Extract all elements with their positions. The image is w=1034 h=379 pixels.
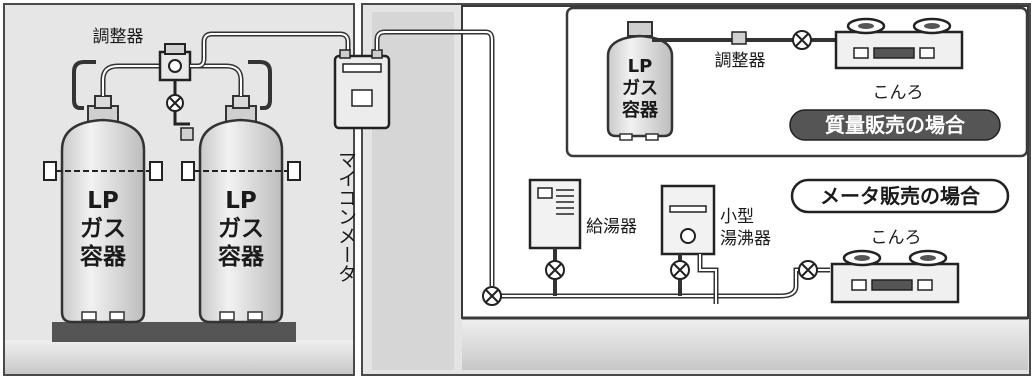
stove-top-label: こんろ: [873, 83, 924, 103]
weight-sales-banner: 質量販売の場合: [825, 113, 966, 137]
water-heater: [528, 178, 582, 296]
cylinder-small-label-2: ガス: [622, 78, 658, 99]
meter-sales-banner: メータ販売の場合: [820, 184, 981, 208]
regulator-small: [731, 31, 747, 45]
hose-loop-left: [72, 60, 96, 110]
cylinder-small-label-1: LP: [628, 56, 653, 77]
stove-bottom: [798, 249, 960, 304]
cylinder-left-label-3: 容器: [80, 243, 127, 270]
inset-valve: [792, 30, 812, 50]
regulator-left: [158, 43, 194, 141]
outdoor-ground: [5, 340, 353, 374]
micom-meter: [333, 49, 391, 130]
cylinder-right-label-1: LP: [225, 188, 257, 214]
cylinder-left-label-1: LP: [87, 188, 119, 214]
cylinder-left-label-2: ガス: [80, 216, 126, 242]
stove-bottom-label: こんろ: [871, 228, 922, 248]
cylinder-right-label-3: 容器: [218, 243, 265, 270]
high-pressure-hoses-inner: [102, 65, 242, 96]
interior-floor: [462, 318, 1028, 370]
regulator-left-label: 調整器: [93, 27, 144, 47]
pipe-regulator-to-meter-inner: [190, 33, 349, 67]
weight-sales-banner-bg: [789, 109, 1001, 141]
pipe-meter-to-building-inner: [376, 31, 493, 286]
main-valve: [482, 286, 502, 306]
small-heater-label-2: 湯沸器: [720, 229, 771, 249]
water-heater-label: 給湯器: [586, 217, 637, 237]
cylinder-small-label-3: 容器: [622, 99, 659, 121]
small-water-heater: [660, 184, 719, 304]
small-heater-label-1: 小型: [720, 207, 754, 227]
cylinder-base: [52, 322, 296, 342]
safety-chain: [43, 161, 301, 181]
stove-top: [834, 17, 964, 70]
lp-cylinder-small: [606, 21, 674, 141]
cylinder-right-label-2: ガス: [218, 216, 264, 242]
indoor-supply-pipe-inner: [492, 269, 830, 297]
micom-meter-label: マイコンメータ: [335, 150, 357, 283]
meter-sales-banner-bg: [790, 178, 1010, 214]
hose-loop-right: [248, 60, 272, 110]
regulator-small-label: 調整器: [715, 51, 766, 71]
